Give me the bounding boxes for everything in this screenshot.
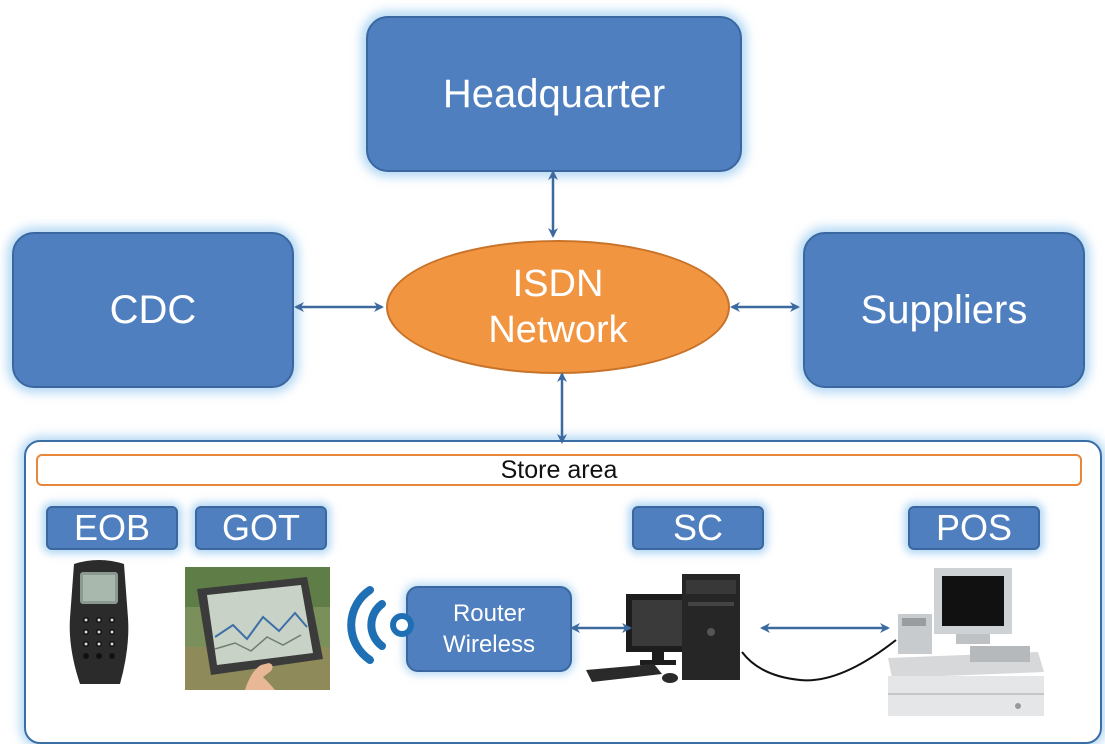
desktop-computer-icon — [586, 574, 740, 683]
headquarter-node: Headquarter — [366, 16, 742, 172]
got-text: GOT — [222, 507, 300, 548]
router-label-line1: Router — [452, 599, 526, 627]
cdc-node: CDC — [12, 232, 294, 388]
pos-terminal-icon — [878, 560, 1048, 720]
network-label-line2: Network — [488, 309, 628, 351]
pos-label: POS — [908, 506, 1040, 550]
eob-text: EOB — [73, 507, 151, 548]
suppliers-label: Suppliers — [860, 287, 1028, 332]
got-label: GOT — [195, 506, 327, 550]
tablet-icon — [185, 567, 330, 690]
headquarter-label: Headquarter — [442, 71, 666, 116]
isdn-network-node: ISDN Network — [386, 240, 730, 374]
sc-text: SC — [672, 507, 723, 548]
suppliers-node: Suppliers — [803, 232, 1085, 388]
pos-text: POS — [935, 507, 1013, 548]
router-label-line2: Wireless — [442, 631, 535, 658]
cdc-label: CDC — [109, 287, 197, 332]
sc-label: SC — [632, 506, 764, 550]
eob-label: EOB — [46, 506, 178, 550]
handheld-terminal-icon — [69, 560, 129, 684]
store-area-title: Store area — [36, 454, 1082, 486]
wireless-signal-icon — [347, 586, 414, 664]
store-area-title-text: Store area — [500, 455, 618, 484]
cable-sc-pos — [741, 639, 897, 682]
network-label-line1: ISDN — [512, 262, 604, 305]
